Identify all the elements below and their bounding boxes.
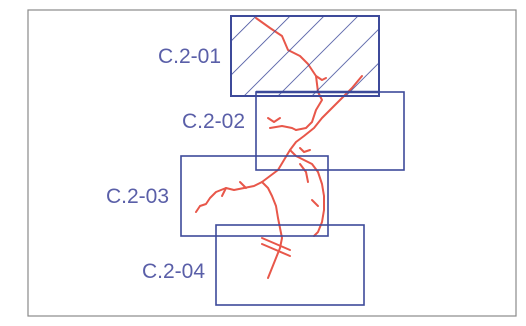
sheet-c2-01-label: C.2-01: [158, 45, 221, 68]
sheet-c2-03[interactable]: C.2-03: [106, 155, 329, 237]
sheet-c2-03-outline: [180, 155, 329, 237]
sheet-c2-01-hatch: [231, 16, 379, 96]
sheet-c2-01-outline: [230, 15, 380, 97]
sheet-c2-03-label: C.2-03: [106, 185, 169, 208]
sheet-c2-02[interactable]: C.2-02: [182, 91, 405, 171]
sheet-c2-04-outline: [215, 224, 365, 306]
sheet-c2-02-outline: [255, 91, 405, 171]
sheet-c2-02-label: C.2-02: [182, 110, 245, 133]
sheet-c2-04[interactable]: C.2-04: [142, 224, 365, 306]
sheet-c2-04-label: C.2-04: [142, 260, 205, 283]
